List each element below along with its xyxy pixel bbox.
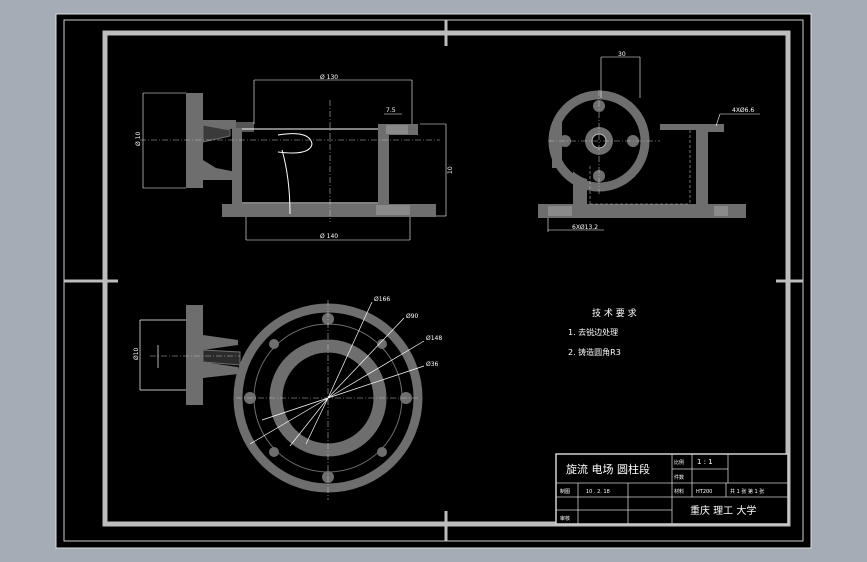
dim-side-top: 30 — [618, 51, 626, 58]
dim-plan-36: Ø36 — [426, 361, 439, 368]
dim-plan-148: Ø148 — [426, 335, 442, 342]
dim-side-bottom: 6XØ13.2 — [572, 224, 598, 231]
dim-plan-left: Ø10 — [133, 347, 140, 360]
title-school: 重庆 理工 大学 — [690, 504, 756, 517]
dim-plan-166: Ø166 — [374, 296, 390, 303]
notes-heading: 技 术 要 求 — [592, 307, 637, 319]
dim-side-hole: 4XØ6.6 — [732, 107, 754, 114]
technical-notes: 技 术 要 求 1. 去锐边处理 2. 铸造圆角R3 — [568, 307, 637, 357]
notes-item-2: 2. 铸造圆角R3 — [568, 347, 621, 357]
front-flange — [186, 93, 203, 188]
dim-front-width: Ø 130 — [320, 74, 338, 81]
notes-item-1: 1. 去锐边处理 — [568, 327, 618, 337]
title-ratio-value: 1 : 1 — [697, 458, 713, 466]
title-ratio-label: 比例 — [674, 459, 684, 466]
front-body-left-wall — [232, 128, 242, 204]
side-base — [538, 204, 746, 218]
side-view: 30 4XØ6.6 6XØ13.2 — [538, 51, 760, 232]
dim-front-vertical: 10 — [447, 166, 454, 174]
title-drafted-label: 制图 — [560, 488, 570, 495]
centering-marks — [64, 20, 803, 541]
plan-view: Ø166 Ø90 Ø148 Ø36 Ø10 — [133, 296, 442, 500]
title-count-label: 件数 — [674, 474, 684, 481]
title-weight-value: HT200 — [696, 489, 712, 495]
title-reviewed-label: 审核 — [560, 515, 570, 522]
dim-front-small: 7.5 — [386, 107, 396, 114]
dim-front-flange-height: Ø 10 — [135, 132, 142, 146]
dim-plan-90: Ø90 — [406, 313, 419, 320]
title-sheet-info: 共 1 张 第 1 张 — [730, 488, 764, 495]
title-block: 旋流 电场 圆柱段 比例 1 : 1 件数 制图 10 . 2. 18 审核 材… — [555, 453, 789, 525]
title-drafted-date: 10 . 2. 18 — [586, 489, 610, 495]
dim-front-bottom: Ø 140 — [320, 233, 338, 240]
title-part-name: 旋流 电场 圆柱段 — [566, 462, 650, 476]
title-weight-label: 材料 — [674, 488, 684, 495]
front-body-right-post — [378, 126, 389, 206]
front-view: Ø 130 Ø 10 10 Ø 140 7.5 — [135, 74, 454, 241]
